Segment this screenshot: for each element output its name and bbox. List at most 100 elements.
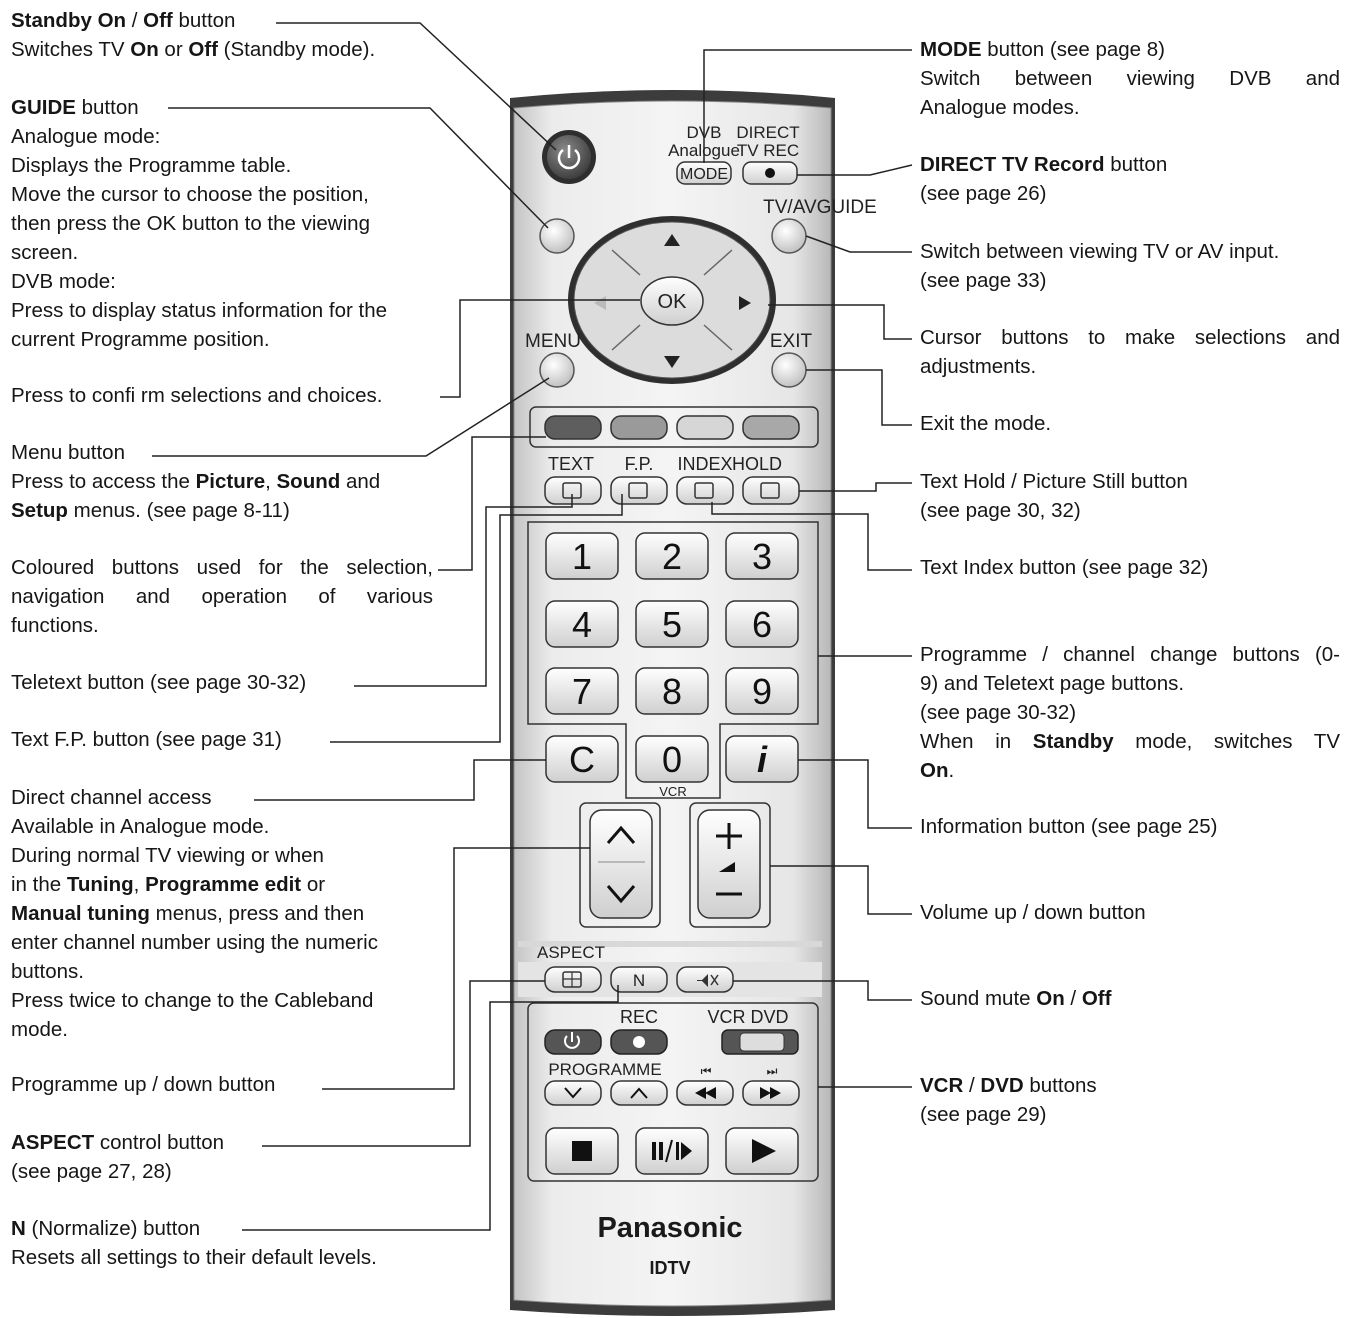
c-button[interactable]: C [545, 735, 619, 783]
chevron-up-icon [630, 1087, 648, 1099]
svg-text:C: C [569, 739, 595, 780]
volume-annotation: Volume up / down button [920, 901, 1146, 924]
svg-text:8: 8 [662, 671, 682, 712]
exit-label: EXIT [770, 331, 813, 352]
exit-button[interactable] [771, 352, 807, 388]
info-button[interactable]: i [725, 735, 799, 783]
tv-rec-label: TV REC [737, 141, 799, 160]
play-icon [752, 1139, 776, 1163]
index-label: INDEX [677, 454, 732, 474]
fast-forward-icon [760, 1087, 771, 1099]
red-button[interactable] [544, 415, 602, 440]
volume-rocker[interactable] [697, 809, 761, 919]
direct-rec-annotation: DIRECT TV Record button (see page 26) [920, 153, 1168, 205]
tvav-annotation: Switch between viewing TV or AV input. (… [920, 240, 1280, 292]
power-icon [557, 145, 581, 170]
ok-label: OK [658, 291, 688, 313]
skip-back-icon: ⏮ [701, 1064, 712, 1078]
tvav-guide-label: TV/AVGUIDE [763, 197, 877, 218]
yellow-button[interactable] [676, 415, 734, 440]
direct-label: DIRECT [736, 123, 799, 142]
cursor-up-icon[interactable] [664, 234, 680, 246]
cursor-down-icon[interactable] [664, 356, 680, 368]
n-button[interactable]: N [610, 966, 668, 993]
digit-button-6[interactable]: 6 [725, 600, 799, 648]
vcr-dvd-panel [527, 1002, 819, 1182]
ok-annotation: Press to confi rm selections and choices… [11, 384, 383, 407]
direct-tv-rec-button[interactable] [742, 161, 798, 185]
rec-dot-icon [633, 1036, 645, 1048]
vcr-dvd-switch[interactable] [721, 1029, 799, 1055]
menu-annotation: Menu button Press to access the Picture,… [11, 441, 381, 522]
coloured-annotation: Coloured buttons used for the selection,… [11, 556, 433, 637]
play-button[interactable] [725, 1127, 799, 1175]
pause-button[interactable] [635, 1127, 709, 1175]
aspect-icon [562, 971, 582, 988]
guide-annotation: GUIDE button Analogue mode: Displays the… [11, 96, 388, 351]
leader-lines [152, 22, 913, 1231]
tvav-button[interactable] [771, 218, 807, 254]
digit-button-0[interactable]: 0 [635, 735, 709, 783]
digit-button-5[interactable]: 5 [635, 600, 709, 648]
teletext-button[interactable] [544, 476, 602, 505]
green-button[interactable] [610, 415, 668, 440]
programme-rocker[interactable] [589, 809, 653, 919]
textfp-annotation: Text F.P. button (see page 31) [11, 728, 282, 751]
mode-button-label: MODE [680, 166, 728, 183]
mode-annotation: MODE button (see page 8) Switch between … [920, 38, 1340, 119]
text-label: TEXT [548, 454, 594, 474]
vcr-small-label: VCR [659, 784, 686, 799]
index-icon [694, 482, 714, 499]
ok-button[interactable]: OK [640, 276, 704, 326]
svg-text:i: i [757, 739, 768, 780]
blue-button[interactable] [742, 415, 800, 440]
teletext-annotation: Teletext button (see page 30-32) [11, 671, 307, 694]
fp-label: F.P. [625, 454, 654, 474]
mode-button[interactable]: MODE [676, 161, 732, 185]
vcr-programme-up-button[interactable] [610, 1080, 668, 1106]
digit-button-3[interactable]: 3 [725, 532, 799, 580]
svg-text:5: 5 [662, 604, 682, 645]
record-dot-icon [765, 168, 775, 178]
rec-label: REC [620, 1007, 658, 1027]
svg-text:4: 4 [572, 604, 592, 645]
programme-up-icon [606, 825, 636, 844]
fp-button[interactable] [610, 476, 668, 505]
menu-button[interactable] [539, 352, 575, 388]
svg-text:3: 3 [752, 536, 772, 577]
normalize-annotation: N (Normalize) button Resets all settings… [11, 1217, 377, 1269]
index-button[interactable] [676, 476, 734, 505]
vcr-programme-down-button[interactable] [544, 1080, 602, 1106]
hold-icon [760, 482, 780, 499]
chevron-down-icon [564, 1087, 582, 1099]
index-annotation: Text Index button (see page 32) [920, 556, 1209, 579]
rewind-button[interactable] [676, 1080, 734, 1106]
svg-text:6: 6 [752, 604, 772, 645]
fp-icon [628, 482, 648, 499]
direct-channel-annotation: Direct channel access Available in Analo… [11, 786, 378, 1041]
svg-text:7: 7 [572, 671, 592, 712]
vcr-rec-button[interactable] [610, 1029, 668, 1055]
digit-button-8[interactable]: 8 [635, 667, 709, 715]
hold-annotation: Text Hold / Picture Still button (see pa… [920, 470, 1188, 522]
fast-forward-button[interactable] [742, 1080, 800, 1106]
cursor-right-icon[interactable] [739, 296, 751, 310]
programme-frame [579, 802, 661, 928]
vcr-power-icon [564, 1032, 580, 1049]
stop-icon [572, 1141, 592, 1161]
digit-button-1[interactable]: 1 [545, 532, 619, 580]
digit-button-4[interactable]: 4 [545, 600, 619, 648]
digit-button-7[interactable]: 7 [545, 667, 619, 715]
cursor-annotation: Cursor buttons to make selections and ad… [920, 326, 1340, 378]
digit-button-9[interactable]: 9 [725, 667, 799, 715]
hold-button[interactable] [742, 476, 800, 505]
volume-plus-icon [716, 823, 742, 849]
aspect-band [518, 941, 822, 947]
digit-button-2[interactable]: 2 [635, 532, 709, 580]
stop-button[interactable] [545, 1127, 619, 1175]
info-annotation: Information button (see page 25) [920, 815, 1218, 838]
programme-label: PROGRAMME [548, 1060, 661, 1079]
mute-icon [697, 974, 719, 987]
menu-label: MENU [525, 331, 581, 352]
